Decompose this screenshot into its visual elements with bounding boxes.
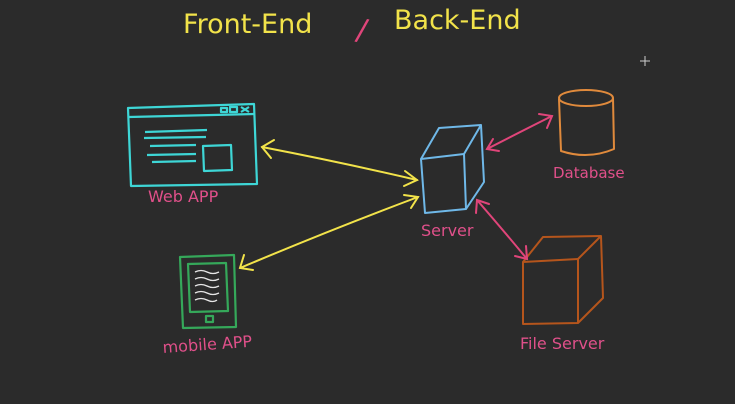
arrow-server-database xyxy=(485,113,554,152)
database-icon xyxy=(558,89,615,156)
web-app-icon xyxy=(126,102,259,188)
title-slash: / xyxy=(353,12,371,49)
arrow-mobileapp-server xyxy=(238,194,420,271)
file-server-label: File Server xyxy=(520,334,605,353)
title-back-end: Back-End xyxy=(394,5,521,36)
title-front-end: Front-End xyxy=(183,9,312,40)
file-server-icon xyxy=(522,235,604,325)
arrow-webapp-server xyxy=(260,139,419,187)
web-app-label: Web APP xyxy=(148,187,219,206)
server-icon xyxy=(420,124,485,214)
arrow-server-fileserver xyxy=(475,198,529,261)
phone-screen-lines xyxy=(194,269,220,303)
mobile-app-label: mobile APP xyxy=(162,332,253,357)
database-label: Database xyxy=(553,164,625,182)
diagram-title: Front-End / Back-End xyxy=(183,5,521,49)
mobile-app-icon xyxy=(178,253,238,330)
server-label: Server xyxy=(421,221,474,240)
cursor-cross-icon xyxy=(640,56,650,66)
